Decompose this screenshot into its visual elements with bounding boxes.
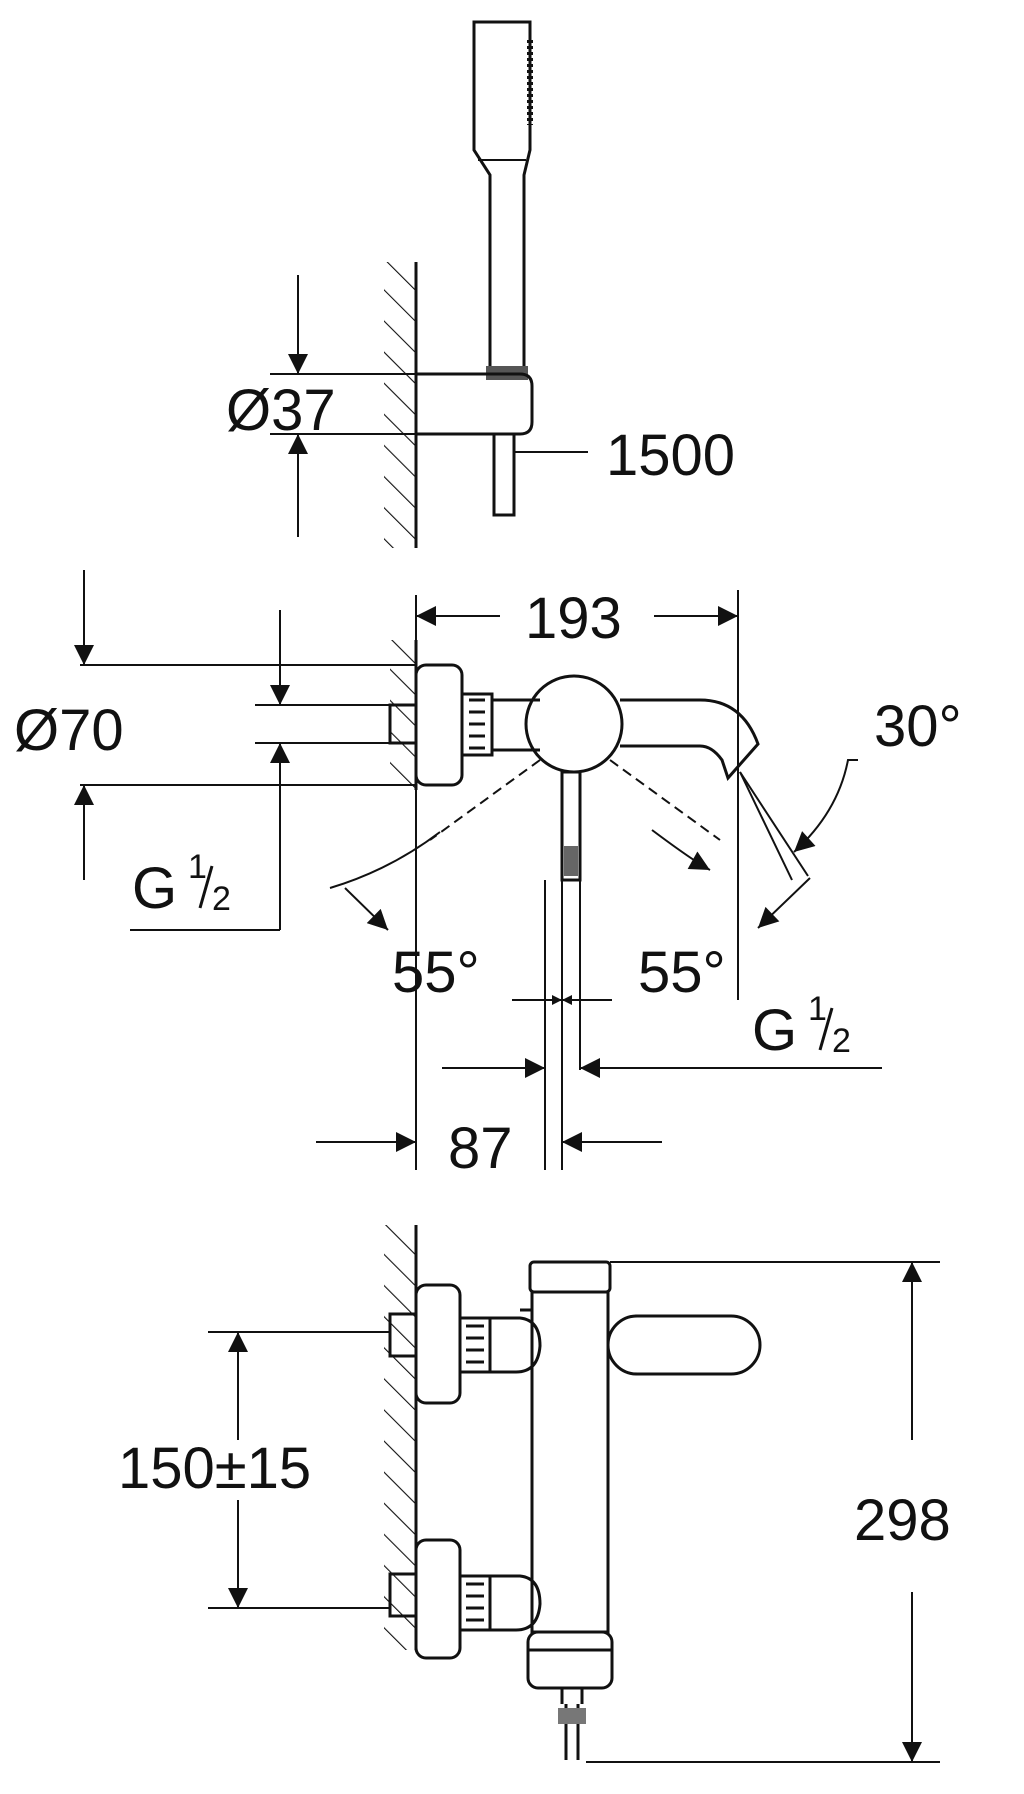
top-handle-tip	[564, 846, 578, 876]
spout-angle-label: 30°	[874, 694, 962, 759]
svg-text:1: 1	[188, 848, 207, 886]
svg-text:2: 2	[832, 1022, 851, 1060]
svg-text:G: G	[752, 998, 797, 1063]
dim-70-label: Ø70	[14, 698, 124, 763]
wall-hatch-middle	[390, 640, 416, 790]
swivel-arc-right	[651, 829, 711, 871]
dim-87-label: 87	[448, 1116, 513, 1181]
shower-hose	[492, 434, 516, 517]
swivel-arc-left-arrow	[344, 887, 389, 931]
hand-shower-body	[472, 20, 532, 374]
swivel-arc-right-b	[757, 877, 811, 929]
dim-150-label: 150±15	[118, 1436, 311, 1501]
front-outlet-nipple	[558, 1708, 586, 1724]
front-nipple-lower	[388, 1572, 418, 1618]
g-inlet-label: G 1 2	[132, 848, 231, 921]
shower-holder	[416, 372, 534, 436]
svg-text:2: 2	[212, 880, 231, 918]
spout-angle-leader	[793, 759, 858, 853]
top-connector-nut	[460, 692, 494, 757]
front-mixer-cap	[528, 1260, 612, 1294]
front-mixer-body	[530, 1290, 610, 1634]
front-diverter	[526, 1630, 614, 1690]
svg-text:1: 1	[808, 990, 827, 1028]
spout-angle-line-a	[739, 771, 809, 877]
wall-hatch-top	[384, 262, 416, 548]
front-outlet	[560, 1688, 584, 1760]
swivel-line-right	[609, 759, 721, 841]
front-view: 150±15 298	[118, 1225, 951, 1763]
svg-text:G: G	[132, 856, 177, 921]
front-nipple-upper	[388, 1312, 418, 1358]
front-elbow-lower	[490, 1574, 542, 1632]
front-lever	[606, 1314, 762, 1376]
swivel-line-left	[429, 759, 541, 841]
front-nut-lower	[458, 1574, 492, 1632]
spout-angle-line-b	[739, 771, 793, 881]
front-nut-upper	[458, 1316, 492, 1374]
top-wall-nipple	[388, 703, 418, 745]
swivel-arc-left	[329, 831, 441, 889]
top-view: 193 Ø70 G 1 2 30° 55° 55°	[14, 570, 962, 1181]
dim-298-label: 298	[854, 1488, 951, 1553]
dim-193-label: 193	[525, 586, 622, 651]
dim-1500-label: 1500	[606, 423, 735, 488]
front-rosette-lower	[414, 1538, 462, 1660]
dim-37-label: Ø37	[226, 378, 336, 443]
g-outlet-label: G 1 2	[752, 990, 851, 1063]
swivel-left-label: 55°	[392, 940, 480, 1005]
front-elbow-upper	[490, 1316, 542, 1374]
top-spout	[620, 698, 760, 781]
top-mixer-body	[524, 674, 624, 774]
hand-shower-view: Ø37 1500	[226, 20, 735, 548]
top-handle-stem	[560, 770, 582, 882]
swivel-right-label: 55°	[638, 940, 726, 1005]
front-rosette-upper	[414, 1283, 462, 1405]
top-rosette	[414, 663, 464, 787]
